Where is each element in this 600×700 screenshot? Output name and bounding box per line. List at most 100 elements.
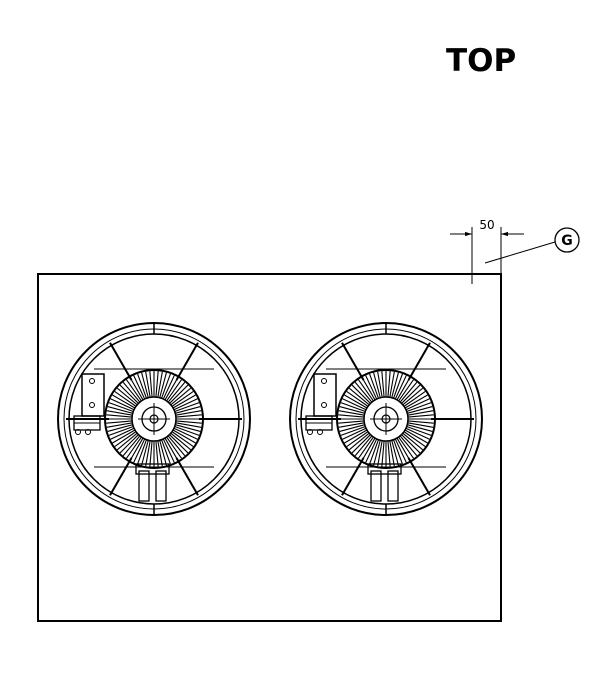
fan-motor-fin	[407, 406, 433, 414]
fan-motor-fin	[387, 440, 391, 467]
fan-motor-fin	[387, 371, 391, 398]
fan-motor-fin	[107, 424, 133, 432]
fan-motor-mount-left	[138, 470, 150, 502]
fan-motor-fin	[391, 372, 399, 398]
fan-motor-housing	[104, 369, 204, 469]
fan-connector-pin	[307, 429, 313, 435]
fan-control-screw	[321, 378, 327, 384]
fan-motor-mount-right	[387, 470, 399, 502]
fan-motor-fin	[141, 372, 149, 398]
fan-motor-fin	[116, 432, 138, 451]
callout-label: G	[561, 233, 573, 249]
fan-connector-pin	[317, 429, 323, 435]
fan-motor-fin	[112, 394, 136, 409]
fan-motor-fin	[145, 371, 151, 398]
fan-motor-fin	[373, 372, 381, 398]
fan-motor-fin	[167, 435, 186, 457]
fan-motor-fin	[404, 394, 428, 409]
fan-motor-fin	[339, 424, 365, 432]
fan-motor-fin	[402, 432, 424, 451]
fan-motor-fin	[338, 414, 365, 418]
fan-motor-fin	[106, 420, 133, 424]
fan-motor-fin	[406, 426, 432, 436]
fan-motor-fin	[137, 439, 147, 465]
fan-motor-fin	[170, 387, 192, 406]
fan-motor-fin	[155, 440, 159, 467]
fan-motor-fin	[175, 424, 201, 432]
fan-motor-fin	[344, 429, 368, 444]
fan-motor-mount-left	[370, 470, 382, 502]
fan-motor-fin	[407, 422, 434, 428]
fan-motor-fin	[344, 394, 368, 409]
fan-motor-fin	[405, 427, 430, 440]
fan-control-box	[313, 373, 337, 417]
fan-motor-fin	[110, 398, 135, 411]
fan-motor-fin	[407, 424, 433, 432]
fan-motor-fin	[112, 429, 136, 444]
fan-motor-fin	[338, 410, 365, 416]
fan-motor-fin	[171, 431, 194, 447]
fan-motor-fin	[403, 431, 426, 447]
fan-motor-fin	[401, 434, 421, 454]
fan-motor-fin	[399, 435, 418, 457]
fan-motor-fin	[338, 420, 365, 424]
callout-circle	[554, 227, 580, 253]
fan-motor-fin	[175, 420, 202, 424]
fan-unit-1	[57, 322, 251, 516]
fan-motor-fin	[169, 434, 189, 454]
fan-motor-fin	[133, 438, 146, 463]
fan-motor-fin	[369, 373, 379, 399]
fan-motor-fin	[361, 437, 376, 461]
fan-connector-pin	[75, 429, 81, 435]
fan-guard-spoke	[109, 342, 133, 381]
fan-motor-fin	[175, 410, 202, 416]
fan-motor-fin	[108, 426, 134, 436]
fan-motor-fin	[381, 371, 385, 398]
fan-motor-fin	[340, 402, 366, 412]
fan-guard-spoke	[341, 342, 365, 381]
fan-motor-fin	[405, 398, 430, 411]
fan-motor-fin	[393, 439, 403, 465]
fan-motor-fin	[373, 440, 381, 466]
fan-motor-fin	[108, 402, 134, 412]
view-title: TOP	[446, 43, 517, 79]
fan-motor-fin	[396, 377, 411, 401]
fan-motor-fin	[172, 394, 196, 409]
fan-motor-fin	[169, 384, 189, 404]
fan-guard-spoke	[175, 457, 199, 496]
fan-motor-fin	[173, 427, 198, 440]
fan-motor-fin	[133, 375, 146, 400]
fan-motor-fin	[402, 387, 424, 406]
fan-motor-fin	[354, 435, 373, 457]
fan-motor-fin	[407, 410, 434, 416]
fan-guard-spoke	[175, 342, 199, 381]
fan-motor-fin	[157, 371, 163, 398]
callout-g: G	[484, 227, 580, 264]
fan-control-box	[81, 373, 105, 417]
fan-motor-fin	[406, 402, 432, 412]
fan-motor-fin	[342, 398, 367, 411]
fan-motor-fin	[141, 440, 149, 466]
fan-motor-fin	[394, 375, 407, 400]
fan-motor-fin	[174, 426, 200, 436]
fan-motor-fin	[407, 414, 434, 418]
fan-motor-fin	[157, 440, 163, 467]
fan-motor-fin	[381, 440, 385, 467]
fan-motor-fin	[404, 429, 428, 444]
fan-guard-spoke	[407, 457, 431, 496]
fan-guard-spoke	[109, 457, 133, 496]
fan-motor-fin	[114, 391, 137, 407]
fan-motor-fin	[162, 438, 175, 463]
fan-motor-fin	[159, 372, 167, 398]
fan-motor-fin	[122, 435, 141, 457]
fan-motor-fin	[129, 377, 144, 401]
fan-motor-fin	[348, 432, 370, 451]
fan-motor-fin	[389, 371, 395, 398]
fan-motor-fin	[167, 381, 186, 403]
fan-motor-fin	[155, 371, 159, 398]
dimension-value: 50	[479, 218, 494, 232]
fan-motor-fin	[391, 440, 399, 466]
fan-motor-fin	[361, 377, 376, 401]
fan-motor-fin	[164, 437, 179, 461]
fan-motor-fin	[346, 391, 369, 407]
